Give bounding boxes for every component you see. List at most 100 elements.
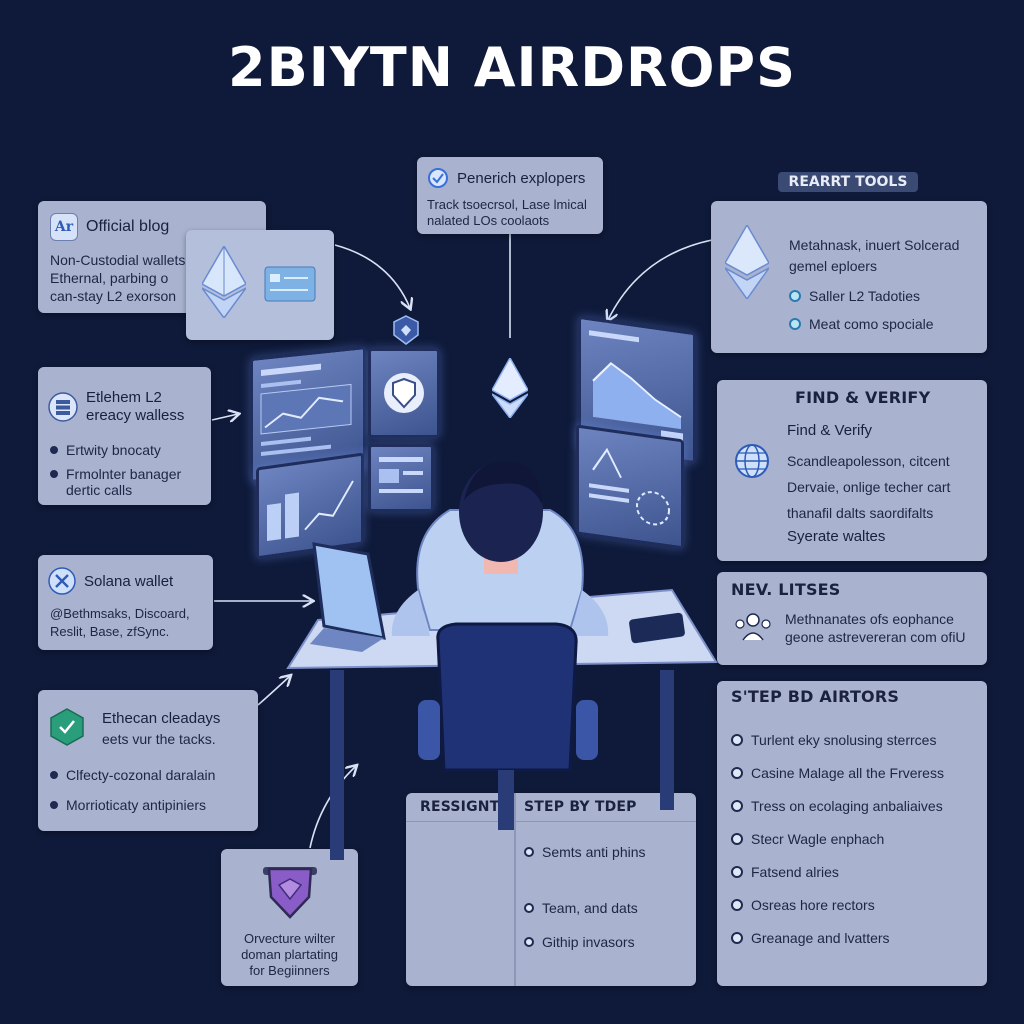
research-item: Team, and dats (542, 900, 638, 916)
new-lists-line: geone astrevereran com ofiU (785, 629, 966, 645)
desk-scene (286, 461, 718, 860)
step-bullet-icon (731, 832, 743, 845)
step-bullet-icon (731, 898, 743, 911)
arrow-metamask (608, 239, 713, 320)
explorers-line: nalated LOs coolaots (427, 213, 550, 228)
step-col-header: STEP BY TDEP (524, 799, 637, 815)
find-verify-line: Scandleapolesson, citcent (787, 453, 950, 469)
column-divider (514, 793, 516, 986)
ethecan-card[interactable]: Ethecan cleadays eets vur the tacks. Clf… (38, 690, 258, 831)
bullet-icon (524, 937, 534, 947)
flow-panel (576, 424, 684, 550)
solana-card[interactable]: Solana wallet @Bethmsaks, Discoard, Resl… (38, 555, 213, 650)
ethereum-l2-extra: dertic calls (66, 482, 133, 498)
blog-line: Ethernal, parbing o (50, 270, 169, 286)
research-item: Githip invasors (542, 934, 635, 950)
research-card[interactable]: RESSIGNT STEP BY TDEP Semts anti phins T… (406, 793, 696, 986)
laptop (312, 542, 386, 640)
metamask-line: Metahnask, inuert Solcerad (789, 237, 960, 253)
beginners-line: doman plartating (241, 947, 338, 962)
ethereum-l2-item: Frmolnter banager (66, 466, 182, 482)
solana-title: Solana wallet (84, 572, 174, 590)
chart-panel (256, 452, 364, 560)
new-lists-section-title: NEV. LITSES (731, 580, 841, 599)
metamask-item: Saller L2 Tadoties (809, 288, 921, 304)
ethecan-item: Morrioticaty antipiniers (66, 797, 207, 813)
security-panel (368, 348, 440, 438)
blog-line: Non-Custodial wallets (50, 252, 186, 268)
step-item: Stecr Wagle enphach (751, 830, 885, 847)
check-shield-icon (50, 708, 84, 746)
globe-icon (735, 444, 769, 478)
bullet-icon (524, 903, 534, 913)
tools-tag: REARRT TOOLS (778, 172, 918, 192)
solana-line: Reslit, Base, zfSync. (50, 624, 170, 639)
shield-icon (263, 867, 317, 919)
find-verify-subtitle: Find & Verify (787, 422, 873, 439)
beginners-card[interactable]: Orvecture wilter doman plartating for Be… (221, 849, 358, 986)
find-verify-last: Syerate waltes (787, 528, 886, 545)
ethereum-l2-card[interactable]: Etlehem L2 ereacy walless Ertwity bnocat… (38, 367, 211, 505)
ethecan-subtitle: eets vur the tacks. (102, 731, 216, 747)
ethereum-icon (492, 358, 528, 418)
ethecan-item: Clfecty-cozonal daralain (66, 767, 216, 783)
list-panel (368, 444, 434, 512)
blog-line: can-stay L2 exorson (50, 288, 177, 304)
ethereum-l2-title: Etlehem L2 (86, 389, 162, 406)
metamask-line: gemel eploers (789, 258, 877, 274)
find-verify-card[interactable]: FIND & VERIFY Find & Verify Scandleapole… (717, 380, 987, 561)
new-lists-card[interactable]: NEV. LITSES Methnanates ofs eophance geo… (717, 572, 987, 665)
bullet-icon (789, 318, 801, 330)
bullet-icon (50, 446, 58, 454)
step-bullet-icon (731, 931, 743, 944)
solana-line: @Bethmsaks, Discoard, (50, 606, 190, 621)
ethereum-icon (725, 225, 769, 299)
step-airdrops-section-title: S'TEP BD AIRTORS (731, 687, 900, 706)
solana-x-icon (48, 567, 76, 595)
explorers-title: Penerich explopers (457, 169, 586, 187)
step-airdrops-card[interactable]: S'TEP BD AIRTORS Turlent eky snolusing s… (717, 681, 987, 986)
dashboard-panel (250, 345, 366, 484)
arrow-ethecan (257, 676, 290, 706)
beginners-line: for Begiinners (249, 963, 330, 978)
card-preview-icon (264, 266, 316, 302)
step-bullet-icon (731, 799, 743, 812)
step-item: Greanage and lvatters (751, 929, 890, 946)
blog-logo-icon: Ar (50, 213, 78, 241)
find-verify-section-title: FIND & VERIFY (795, 388, 931, 407)
step-bullet-icon (731, 766, 743, 779)
wallet-stack-icon (48, 392, 78, 422)
header-divider (406, 821, 696, 822)
beginners-line: Orvecture wilter (243, 931, 336, 946)
bullet-icon (789, 290, 801, 302)
bullet-icon (50, 801, 58, 809)
explorers-line: Track tsoecrsol, Lase lmical (427, 197, 587, 212)
step-bullet-icon (731, 865, 743, 878)
page-title: 2BIYTN AIRDROPS (228, 36, 796, 99)
step-item: Osreas hore rectors (751, 896, 875, 913)
arrow-ethereum-l2 (211, 414, 238, 420)
step-item: Casine Malage all the Frveress (751, 764, 944, 781)
ethereum-icon (202, 246, 246, 318)
step-item: Turlent eky snolusing sterrces (751, 731, 937, 748)
find-verify-line: Dervaie, onlige techer cart (787, 479, 951, 495)
ethereum-l2-title: ereacy walless (86, 407, 185, 424)
step-item: Fatsend alries (751, 863, 839, 880)
ethereum-l2-item: Ertwity bnocaty (66, 442, 161, 458)
research-item: Semts anti phins (542, 844, 646, 860)
step-bullet-icon (731, 733, 743, 746)
arrow-blog (334, 244, 410, 308)
bullet-icon (50, 470, 58, 478)
check-circle-icon (428, 168, 448, 188)
official-blog-title: Official blog (86, 218, 170, 235)
bullet-icon (50, 771, 58, 779)
metamask-card[interactable]: Metahnask, inuert Solcerad gemel eploers… (711, 201, 987, 353)
phone (629, 612, 685, 644)
arrow-beginners (309, 766, 356, 849)
ethereum-preview-card (186, 230, 334, 340)
shield-badge-icon (393, 315, 419, 345)
new-lists-line: Methnanates ofs eophance (785, 611, 954, 627)
explorers-card[interactable]: Penerich explopers Track tsoecrsol, Lase… (417, 157, 603, 234)
research-col-header: RESSIGNT (420, 799, 500, 815)
